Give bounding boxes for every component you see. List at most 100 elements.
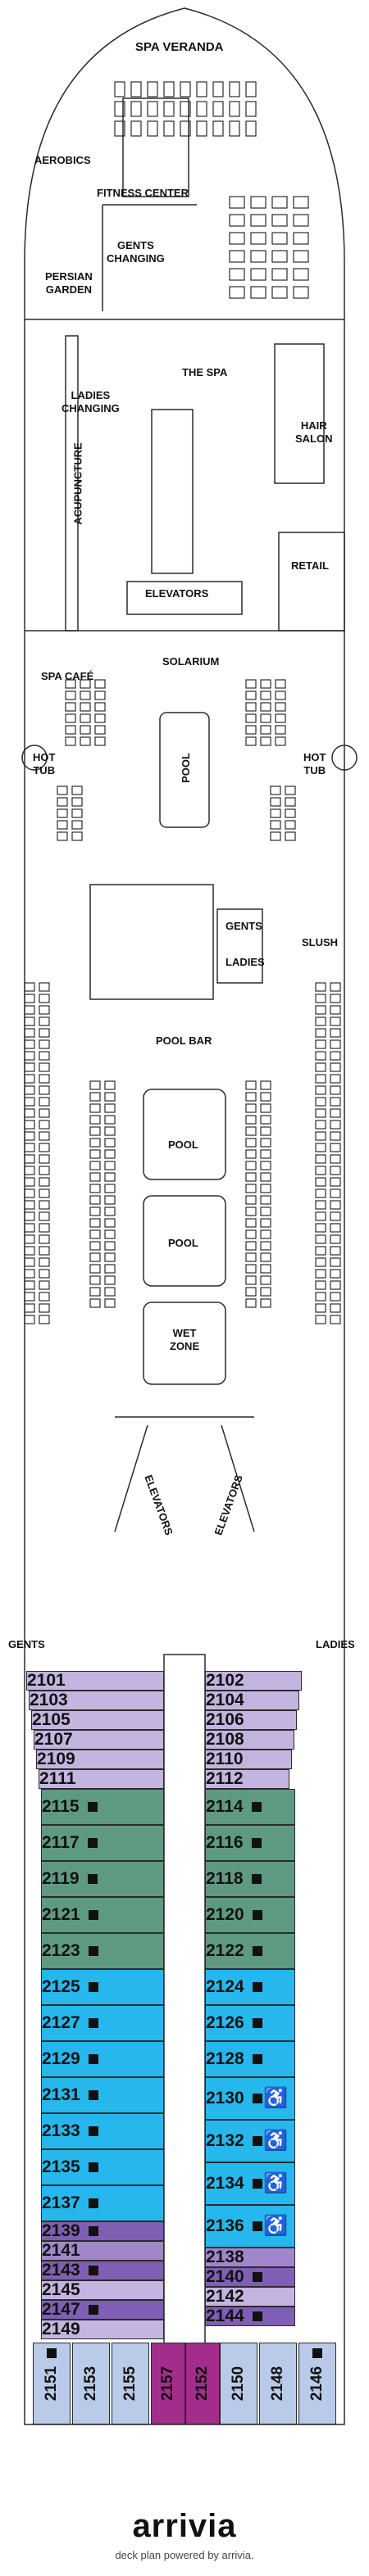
- pool-deck-lounger: [39, 1223, 50, 1233]
- cabin-2138[interactable]: 2138: [205, 2248, 295, 2267]
- cabin-2123[interactable]: 2123: [41, 1933, 164, 1969]
- cabin-2136[interactable]: 2136♿: [205, 2205, 295, 2248]
- pool-deck-lounger: [89, 1275, 101, 1285]
- fitness-equipment: [229, 196, 245, 209]
- cabin-2109[interactable]: 2109: [36, 1750, 164, 1769]
- cabin-2112[interactable]: 2112: [205, 1769, 289, 1789]
- accessible-icon: ♿: [263, 2215, 288, 2237]
- cabin-2117[interactable]: 2117: [41, 1825, 164, 1861]
- cabin-2148[interactable]: 2148: [259, 2343, 297, 2424]
- cabin-2155[interactable]: 2155: [112, 2343, 149, 2424]
- cabin-2150[interactable]: 2150: [220, 2343, 257, 2424]
- cabin-2134[interactable]: 2134♿: [205, 2162, 295, 2205]
- cabin-2120[interactable]: 2120: [205, 1897, 295, 1933]
- cabin-2144[interactable]: 2144: [205, 2307, 295, 2326]
- cabin-2139[interactable]: 2139: [41, 2221, 164, 2241]
- pool-deck-lounger: [39, 1246, 50, 1256]
- cabin-2137[interactable]: 2137: [41, 2185, 164, 2221]
- cabin-2127[interactable]: 2127: [41, 2005, 164, 2041]
- cabin-2125[interactable]: 2125: [41, 1969, 164, 2005]
- pool-deck-lounger: [89, 1195, 101, 1205]
- pool-deck-lounger: [245, 1264, 257, 1274]
- pool-deck-lounger: [245, 1161, 257, 1170]
- pool-deck-lounger: [245, 1149, 257, 1159]
- cabin-2102[interactable]: 2102: [205, 1671, 302, 1691]
- cabin-2157[interactable]: 2157: [151, 2343, 185, 2424]
- cabin-2142[interactable]: 2142: [205, 2287, 295, 2307]
- pool-deck-lounger: [24, 1028, 35, 1038]
- veranda-equipment: [114, 81, 125, 97]
- cabin-2108[interactable]: 2108: [205, 1730, 294, 1750]
- solarium-lounger: [285, 797, 296, 807]
- cabin-2149[interactable]: 2149: [41, 2320, 164, 2339]
- pool-deck-lounger: [315, 1154, 326, 1164]
- cabin-number: 2129: [42, 2049, 80, 2068]
- cabin-number: 2108: [206, 1730, 244, 1749]
- cabin-2116[interactable]: 2116: [205, 1825, 295, 1861]
- pool-deck-lounger: [330, 1074, 341, 1084]
- solarium-lounger: [285, 820, 296, 830]
- cabin-2129[interactable]: 2129: [41, 2041, 164, 2077]
- solarium-lounger: [94, 679, 106, 689]
- pool-deck-lounger: [245, 1195, 257, 1205]
- cabin-2146[interactable]: 2146: [298, 2343, 336, 2424]
- pool-deck-lounger: [315, 1166, 326, 1175]
- cabin-2152[interactable]: 2152: [185, 2343, 220, 2424]
- cabin-2143[interactable]: 2143: [41, 2261, 164, 2280]
- cabin-2101[interactable]: 2101: [26, 1671, 164, 1691]
- pool-deck-lounger: [89, 1092, 101, 1102]
- solarium-lounger: [57, 785, 68, 795]
- pool-deck-lounger: [245, 1207, 257, 1216]
- cabin-2124[interactable]: 2124: [205, 1969, 295, 2005]
- cabin-2121[interactable]: 2121: [41, 1897, 164, 1933]
- cabin-2118[interactable]: 2118: [205, 1861, 295, 1897]
- cabin-2141[interactable]: 2141: [41, 2241, 164, 2261]
- pool-deck-lounger: [24, 1188, 35, 1198]
- cabin-2119[interactable]: 2119: [41, 1861, 164, 1897]
- cabin-2104[interactable]: 2104: [205, 1691, 299, 1710]
- pool-deck-lounger: [260, 1229, 271, 1239]
- cabin-2147[interactable]: 2147: [41, 2300, 164, 2320]
- cabin-2151[interactable]: 2151: [33, 2343, 71, 2424]
- pool-deck-lounger: [24, 1303, 35, 1313]
- cabin-2140[interactable]: 2140: [205, 2267, 295, 2287]
- cabin-2106[interactable]: 2106: [205, 1710, 297, 1730]
- pool-deck-lounger: [24, 1246, 35, 1256]
- pool-deck-lounger: [245, 1275, 257, 1285]
- cabin-2111[interactable]: 2111: [39, 1769, 164, 1789]
- cabin-2145[interactable]: 2145: [41, 2280, 164, 2300]
- fitness-equipment: [250, 232, 266, 245]
- cabin-2135[interactable]: 2135: [41, 2149, 164, 2185]
- cabin-2110[interactable]: 2110: [205, 1750, 292, 1769]
- spa-veranda-label: SPA VERANDA: [135, 40, 224, 54]
- pool-deck-lounger: [89, 1218, 101, 1228]
- cabin-2128[interactable]: 2128: [205, 2041, 295, 2077]
- cabin-2153[interactable]: 2153: [72, 2343, 110, 2424]
- pool-deck-lounger: [104, 1138, 116, 1148]
- pool-deck-lounger: [330, 1211, 341, 1221]
- pool-deck-lounger: [315, 1028, 326, 1038]
- cabin-2122[interactable]: 2122: [205, 1933, 295, 1969]
- cabin-2131[interactable]: 2131: [41, 2077, 164, 2113]
- cabin-2130[interactable]: 2130♿: [205, 2077, 295, 2120]
- cabin-2115[interactable]: 2115: [41, 1789, 164, 1825]
- ladies-label: LADIES: [226, 956, 265, 968]
- veranda-equipment: [212, 81, 224, 97]
- cabin-2114[interactable]: 2114: [205, 1789, 295, 1825]
- cabin-2126[interactable]: 2126: [205, 2005, 295, 2041]
- pool-deck-lounger: [315, 1315, 326, 1324]
- cabin-number: 2128: [206, 2049, 244, 2068]
- pool-deck-lounger: [24, 1005, 35, 1015]
- cabin-2103[interactable]: 2103: [29, 1691, 164, 1710]
- veranda-equipment: [163, 81, 175, 97]
- cabin-2105[interactable]: 2105: [31, 1710, 164, 1730]
- cabin-2107[interactable]: 2107: [34, 1730, 164, 1750]
- cabin-2133[interactable]: 2133: [41, 2113, 164, 2149]
- fitness-equipment: [293, 214, 309, 227]
- cabin-marker-icon: [252, 2179, 262, 2189]
- cabin-2132[interactable]: 2132♿: [205, 2120, 295, 2162]
- pool-deck-lounger: [104, 1252, 116, 1262]
- veranda-equipment: [180, 120, 191, 137]
